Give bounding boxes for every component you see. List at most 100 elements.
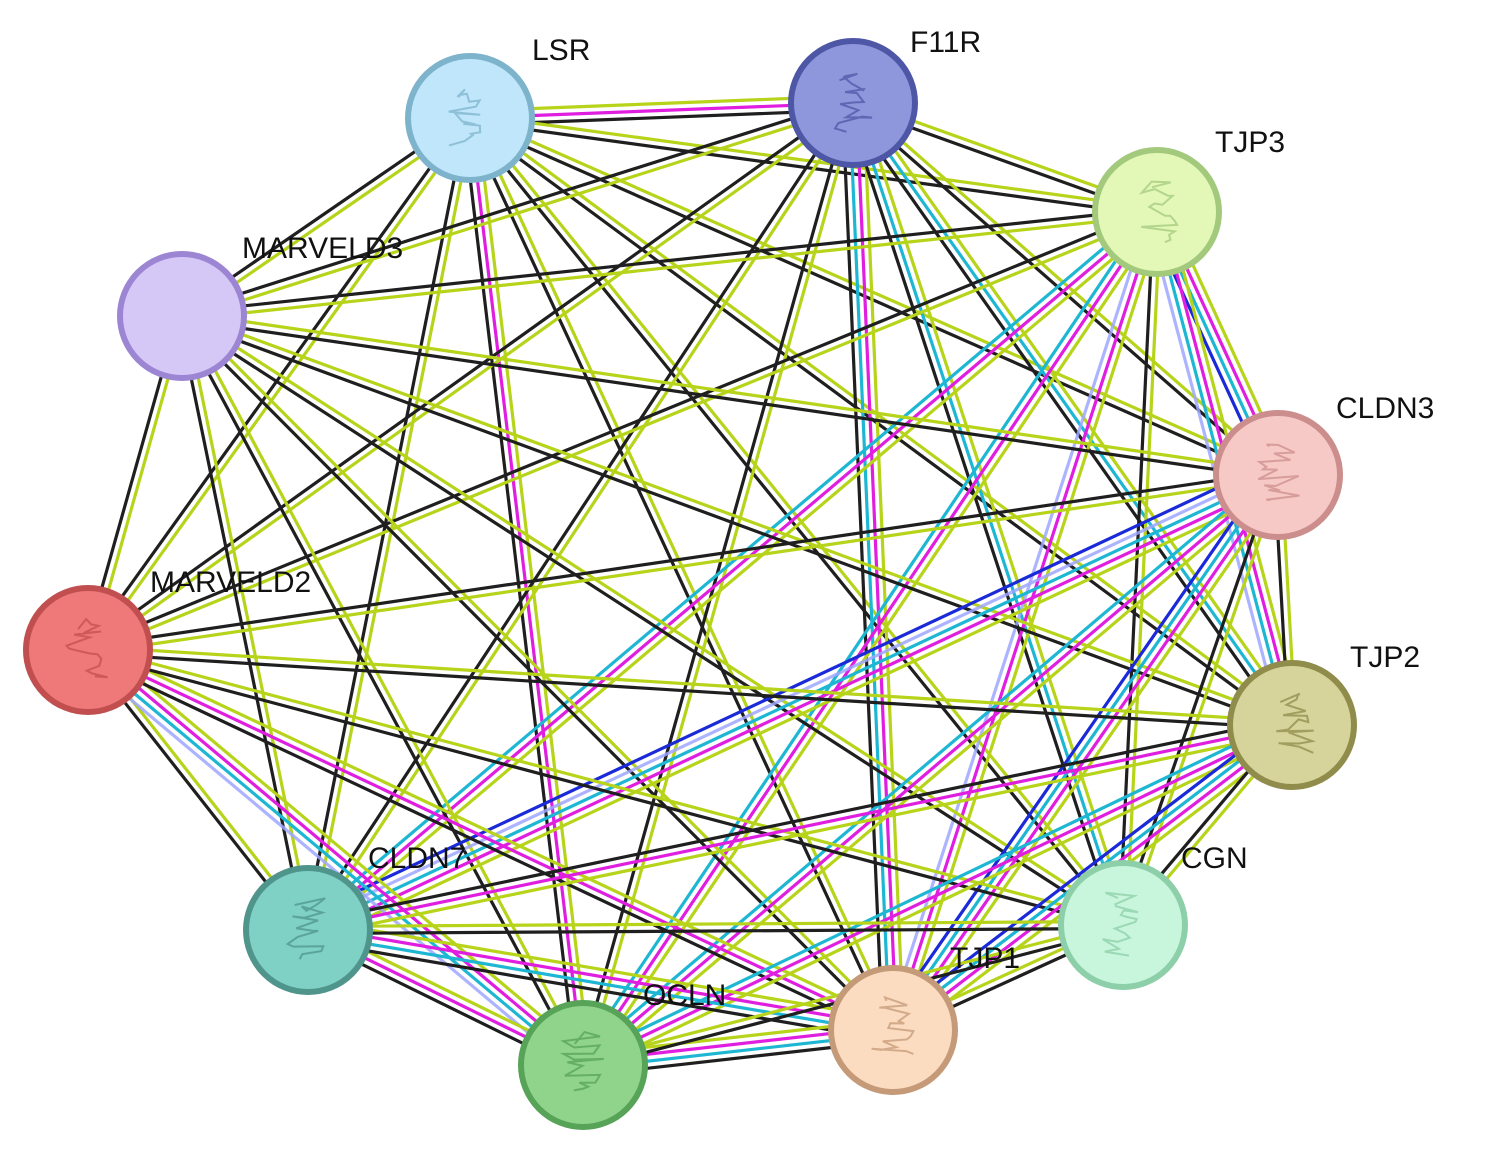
edge-line-textmining — [180, 213, 1159, 322]
edge-cldn7-cgn — [306, 919, 1125, 936]
protein-structure-icon — [1256, 443, 1300, 501]
edge-tjp3-marveld3 — [180, 206, 1159, 322]
edge-f11r-cldn7 — [303, 99, 858, 934]
edge-line-database — [301, 205, 1155, 927]
edge-line-textmining — [475, 115, 592, 1066]
protein-structure-icon — [448, 88, 482, 147]
edge-line-coexpression — [304, 938, 893, 1042]
edge-marveld3-tjp2 — [179, 311, 1295, 730]
edge-line-textmining — [1124, 474, 1283, 928]
edge-f11r-marveld3 — [179, 98, 856, 321]
edge-line-textmining — [471, 114, 898, 1031]
edge-line-database — [84, 651, 583, 1070]
edge-marveld3-cldn3 — [179, 310, 1281, 481]
node-circle[interactable] — [828, 965, 958, 1095]
edge-line-textmining — [309, 117, 476, 933]
edge-line-coexpression — [179, 98, 854, 315]
edge-line-coexpression — [180, 206, 1159, 315]
nodes-layer — [23, 38, 1357, 1130]
edge-line-textmining — [89, 642, 898, 1026]
edge-lsr-tjp1 — [465, 114, 898, 1034]
node-label-ocln: OCLN — [643, 979, 726, 1012]
protein-structure-icon — [1102, 891, 1139, 957]
edge-line-textmining — [584, 102, 858, 1068]
edge-line-database — [306, 473, 1280, 932]
edge-line-experimental — [854, 101, 899, 1032]
edge-line-textmining — [861, 100, 906, 1032]
protein-structure-icon — [871, 995, 915, 1055]
edge-line-textmining — [585, 478, 1285, 1072]
edge-line-homology — [79, 656, 578, 1075]
edge-line-coexpression — [179, 317, 1293, 730]
edge-lsr-cgn — [465, 114, 1128, 929]
edge-line-coexpression — [177, 316, 582, 1069]
edge-line-experimental — [581, 473, 1280, 1067]
edge-line-coexpression — [1117, 210, 1156, 927]
edge-line-coexpression — [85, 207, 1158, 649]
node-tjp3[interactable] — [1092, 147, 1222, 277]
edge-line-database — [578, 717, 1291, 1061]
edge-line-textmining — [87, 645, 1126, 924]
edge-line-experimental — [894, 475, 1283, 1034]
edge-line-coexpression — [178, 317, 1123, 930]
edge-f11r-tjp2 — [845, 97, 1300, 731]
edge-line-textmining — [180, 310, 1281, 474]
node-label-tjp3: TJP3 — [1215, 126, 1285, 159]
edge-marveld2-ocln — [79, 640, 592, 1075]
node-label-lsr: LSR — [532, 34, 590, 67]
edge-line-coexpression — [840, 101, 885, 1033]
edge-tjp3-marveld2 — [85, 207, 1160, 655]
edge-line-coexpression — [303, 99, 852, 930]
node-circle[interactable] — [117, 251, 247, 381]
node-cldn3[interactable] — [1213, 410, 1343, 540]
edge-line-textmining — [309, 103, 858, 934]
node-cgn[interactable] — [1058, 860, 1188, 990]
edge-line-textmining — [312, 486, 1286, 945]
edge-line-database — [851, 101, 1294, 727]
node-circle[interactable] — [1213, 410, 1343, 540]
edge-line-textmining — [86, 644, 1294, 724]
node-cldn7[interactable] — [243, 865, 373, 995]
edge-line-textmining — [468, 112, 1160, 211]
protein-structure-icon — [833, 72, 873, 133]
node-label-tjp1: TJP1 — [950, 942, 1020, 975]
edge-line-database — [305, 931, 895, 1036]
edge-line-textmining — [93, 640, 592, 1059]
node-circle[interactable] — [23, 585, 153, 715]
node-lsr[interactable] — [405, 53, 535, 183]
edge-line-experimental — [88, 645, 587, 1064]
edge-line-textmining — [470, 113, 1296, 724]
node-marveld3[interactable] — [117, 251, 247, 381]
edge-line-coexpression — [306, 926, 1125, 936]
node-marveld2[interactable] — [23, 585, 153, 715]
edge-line-coexpression — [86, 651, 1294, 731]
node-f11r[interactable] — [788, 38, 918, 168]
edge-cldn3-marveld2 — [85, 469, 1281, 656]
edge-line-coexpression — [845, 105, 1288, 731]
edge-marveld2-tjp2 — [86, 644, 1294, 731]
edge-line-textmining — [181, 104, 856, 321]
node-label-marveld2: MARVELD2 — [150, 566, 311, 599]
node-ocln[interactable] — [518, 1000, 648, 1130]
edge-line-coexpression — [304, 716, 1293, 925]
edge-line-textmining — [88, 104, 857, 655]
edge-line-coexpression — [465, 118, 1122, 929]
edge-cldn7-tjp1 — [304, 918, 897, 1042]
edge-line-textmining — [584, 729, 1297, 1073]
node-tjp2[interactable] — [1227, 660, 1357, 790]
protein-structure-icon — [559, 1030, 604, 1092]
node-label-cldn3: CLDN3 — [1336, 392, 1434, 425]
edge-cldn3-cldn7 — [300, 460, 1286, 945]
edge-marveld3-ocln — [177, 312, 588, 1069]
edge-line-cooccurrence — [882, 467, 1271, 1026]
edge-line-database — [888, 471, 1277, 1030]
node-label-f11r: F11R — [910, 26, 981, 59]
edge-line-database — [576, 468, 1276, 1062]
edge-line-coexpression — [179, 317, 1280, 481]
protein-structure-icon — [1276, 692, 1317, 754]
node-label-tjp2: TJP2 — [1350, 641, 1420, 674]
node-circle[interactable] — [405, 53, 535, 183]
edge-line-coexpression — [465, 117, 892, 1034]
node-tjp1[interactable] — [828, 965, 958, 1095]
edge-line-experimental — [309, 479, 1283, 938]
